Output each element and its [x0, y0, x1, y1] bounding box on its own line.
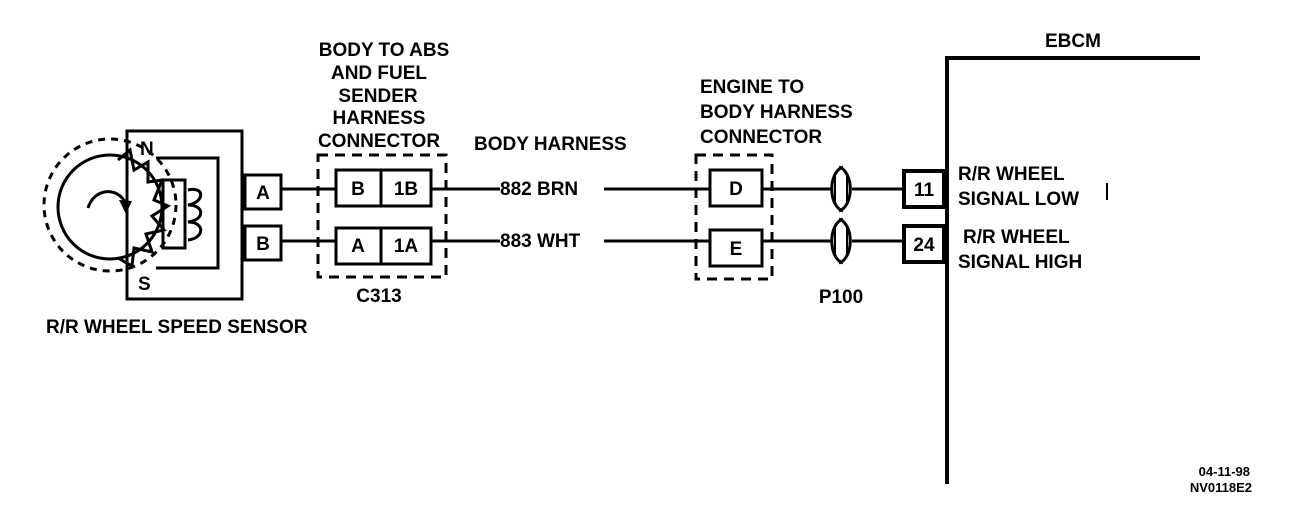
connector-p100: P100 — [819, 165, 863, 308]
ebcm-pin-24: 24 — [913, 235, 935, 256]
rotation-arrow-icon — [86, 190, 128, 209]
p100-connector-lower-icon — [830, 217, 852, 265]
c313-title-line-2: AND FUEL — [331, 63, 427, 84]
engine-body-title-line-1: ENGINE TO — [700, 77, 804, 98]
ebcm-pin-11: 11 — [914, 180, 935, 201]
signal-high-line-2: SIGNAL HIGH — [958, 252, 1082, 273]
engine-body-outline — [694, 153, 774, 281]
connector-c313: B 1B A 1A BODY TO ABS AND FUEL SENDER HA… — [316, 40, 450, 307]
c313-row-1 — [334, 168, 433, 208]
p100-name: P100 — [819, 287, 863, 308]
signal-low-line-1: R/R WHEEL — [958, 164, 1065, 185]
engine-body-pin-e-box — [708, 228, 764, 268]
sensor-pin-a — [243, 173, 283, 211]
c313-pin-a: A — [351, 236, 365, 257]
wheel-speed-sensor: N S A B R/R WHEEL SPEED SENSOR — [42, 129, 308, 338]
engine-body-title-line-3: CONNECTOR — [700, 127, 822, 148]
sensor-housing — [125, 129, 244, 301]
connector-engine-body: D E ENGINE TO BODY HARNESS CONNECTOR — [694, 77, 853, 281]
c313-title-line-3: SENDER — [338, 86, 417, 107]
north-pole-label: N — [140, 139, 154, 160]
engine-body-pin-e: E — [730, 239, 743, 260]
c313-name: C313 — [356, 286, 401, 307]
tone-wheel-teeth — [117, 147, 172, 269]
footer-date: 04-11-98 — [1199, 464, 1250, 479]
tone-ring-dashed — [42, 137, 178, 273]
footer: 04-11-98 NV0118E2 — [1190, 464, 1252, 495]
sensor-pin-a-label: A — [256, 183, 270, 204]
p100-connector-upper-icon — [830, 165, 852, 213]
tone-wheel — [56, 153, 164, 261]
signal-low-line-2: SIGNAL LOW — [958, 189, 1079, 210]
c313-outline — [316, 153, 448, 279]
body-harness: BODY HARNESS 882 BRN 883 WHT — [474, 134, 627, 252]
sensor-label: R/R WHEEL SPEED SENSOR — [46, 317, 308, 338]
arrow-head-icon — [119, 200, 132, 214]
wires — [281, 187, 904, 243]
wire-882-label: 882 BRN — [500, 179, 578, 200]
ebcm-pin-11-box — [902, 169, 946, 209]
c313-title-line-5: CONNECTOR — [318, 131, 440, 152]
body-harness-label: BODY HARNESS — [474, 134, 627, 155]
wire-883-label: 883 WHT — [500, 231, 581, 252]
c313-row-2 — [334, 226, 433, 266]
c313-title-line-4: HARNESS — [333, 108, 426, 129]
c313-pin-b: B — [351, 179, 365, 200]
sensor-pin-b-label: B — [256, 234, 270, 255]
ebcm: EBCM 11 24 R/R WHEEL SIGNAL LOW R/R WHEE… — [902, 31, 1200, 484]
c313-pin-1b: 1B — [394, 179, 418, 200]
coil-winding — [187, 187, 203, 242]
engine-body-pin-d-box — [708, 168, 764, 208]
c313-title-line-1: BODY TO ABS — [319, 40, 450, 61]
c313-pin-1a: 1A — [394, 236, 419, 257]
engine-body-title-line-2: BODY HARNESS — [700, 102, 853, 123]
south-pole-label: S — [138, 274, 151, 295]
ebcm-label: EBCM — [1045, 31, 1101, 52]
pole-piece — [161, 178, 187, 250]
engine-body-pin-d: D — [729, 179, 743, 200]
sensor-pin-b — [243, 224, 283, 262]
signal-high-line-1: R/R WHEEL — [963, 227, 1070, 248]
sensor-frame — [156, 156, 220, 270]
footer-code: NV0118E2 — [1190, 480, 1252, 495]
ebcm-outline — [945, 56, 1200, 484]
ebcm-pin-24-box — [902, 224, 946, 264]
